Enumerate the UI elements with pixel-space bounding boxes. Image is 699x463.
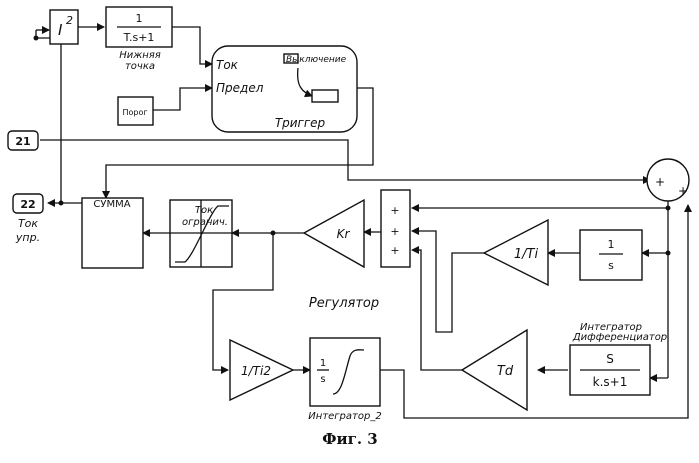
lowpass-caption-line2: точка — [125, 61, 155, 72]
trigger-input-tok: Ток — [216, 58, 239, 72]
square-block: I 2 — [50, 10, 78, 44]
limiter-caption-line2: огранич. — [182, 217, 228, 228]
differentiator-block: S k.s+1 Дифференциатор — [570, 332, 667, 395]
adder-sign-1: + — [390, 204, 399, 217]
adder-sign-3: + — [390, 244, 399, 257]
trigger-block: Ток Предел Выключение Триггер — [212, 46, 357, 132]
square-base: I — [58, 21, 63, 39]
gain-inv-ti2-label: 1/Ti2 — [241, 364, 271, 378]
sum-circle-sign-1: + — [655, 175, 665, 189]
limiter-caption-line1: Ток — [195, 205, 213, 216]
integrator2-denominator: s — [320, 374, 325, 385]
gain-kr-label: Kr — [337, 227, 351, 241]
output-port-caption-line2: упр. — [15, 231, 40, 244]
integrator2-numerator: 1 — [320, 358, 326, 369]
lowpass-numerator: 1 — [136, 12, 143, 25]
integrator-numerator: 1 — [608, 238, 615, 251]
three-input-adder: + + + — [381, 190, 410, 267]
adder-sign-2: + — [390, 225, 399, 238]
lowpass-denominator: T.s+1 — [123, 31, 155, 44]
sum-circle-sign-2: + — [678, 184, 688, 198]
gain-td-label: Td — [497, 364, 514, 379]
summa-label: СУММА — [93, 199, 130, 210]
trigger-caption: Триггер — [275, 116, 326, 130]
threshold-label: Порог — [122, 108, 147, 117]
current-limiter-block: Ток огранич. — [170, 200, 232, 267]
figure-caption: Фиг. 3 — [322, 430, 377, 448]
output-port-caption-line1: Ток — [18, 217, 38, 230]
differentiator-caption: Дифференциатор — [572, 332, 667, 343]
gain-td-block: Td — [462, 330, 527, 410]
sum-junction-circle: + + — [647, 159, 689, 201]
differentiator-denominator: k.s+1 — [593, 375, 628, 389]
output-port-label: 22 — [20, 198, 35, 211]
trigger-switch-label: Выключение — [286, 55, 347, 65]
gain-kr-block: Kr — [304, 200, 364, 267]
integrator2-caption: Интегратор_2 — [308, 411, 381, 422]
threshold-block: Порог — [118, 97, 153, 125]
square-exponent: 2 — [66, 14, 73, 27]
differentiator-numerator: S — [606, 352, 614, 366]
output-port-22: 22 Ток упр. — [13, 194, 43, 244]
input-port-21: 21 — [8, 131, 38, 150]
lowpass-caption-line1: Нижняя — [119, 50, 161, 61]
gain-inv-ti-block: 1/Ti — [484, 220, 548, 285]
integrator-2-block: 1 s Интегратор_2 — [308, 338, 381, 422]
lowpass-filter-block: 1 T.s+1 Нижняя точка — [106, 7, 172, 72]
summa-block: СУММА — [82, 198, 143, 268]
integrator-block: 1 s Интегратор — [580, 230, 642, 333]
integrator-denominator: s — [608, 259, 614, 272]
input-port-label: 21 — [15, 135, 30, 148]
trigger-input-predel: Предел — [216, 81, 264, 95]
regulator-caption: Регулятор — [309, 296, 379, 311]
gain-inv-ti-label: 1/Ti — [514, 247, 539, 262]
gain-inv-ti2-block: 1/Ti2 — [230, 340, 293, 400]
